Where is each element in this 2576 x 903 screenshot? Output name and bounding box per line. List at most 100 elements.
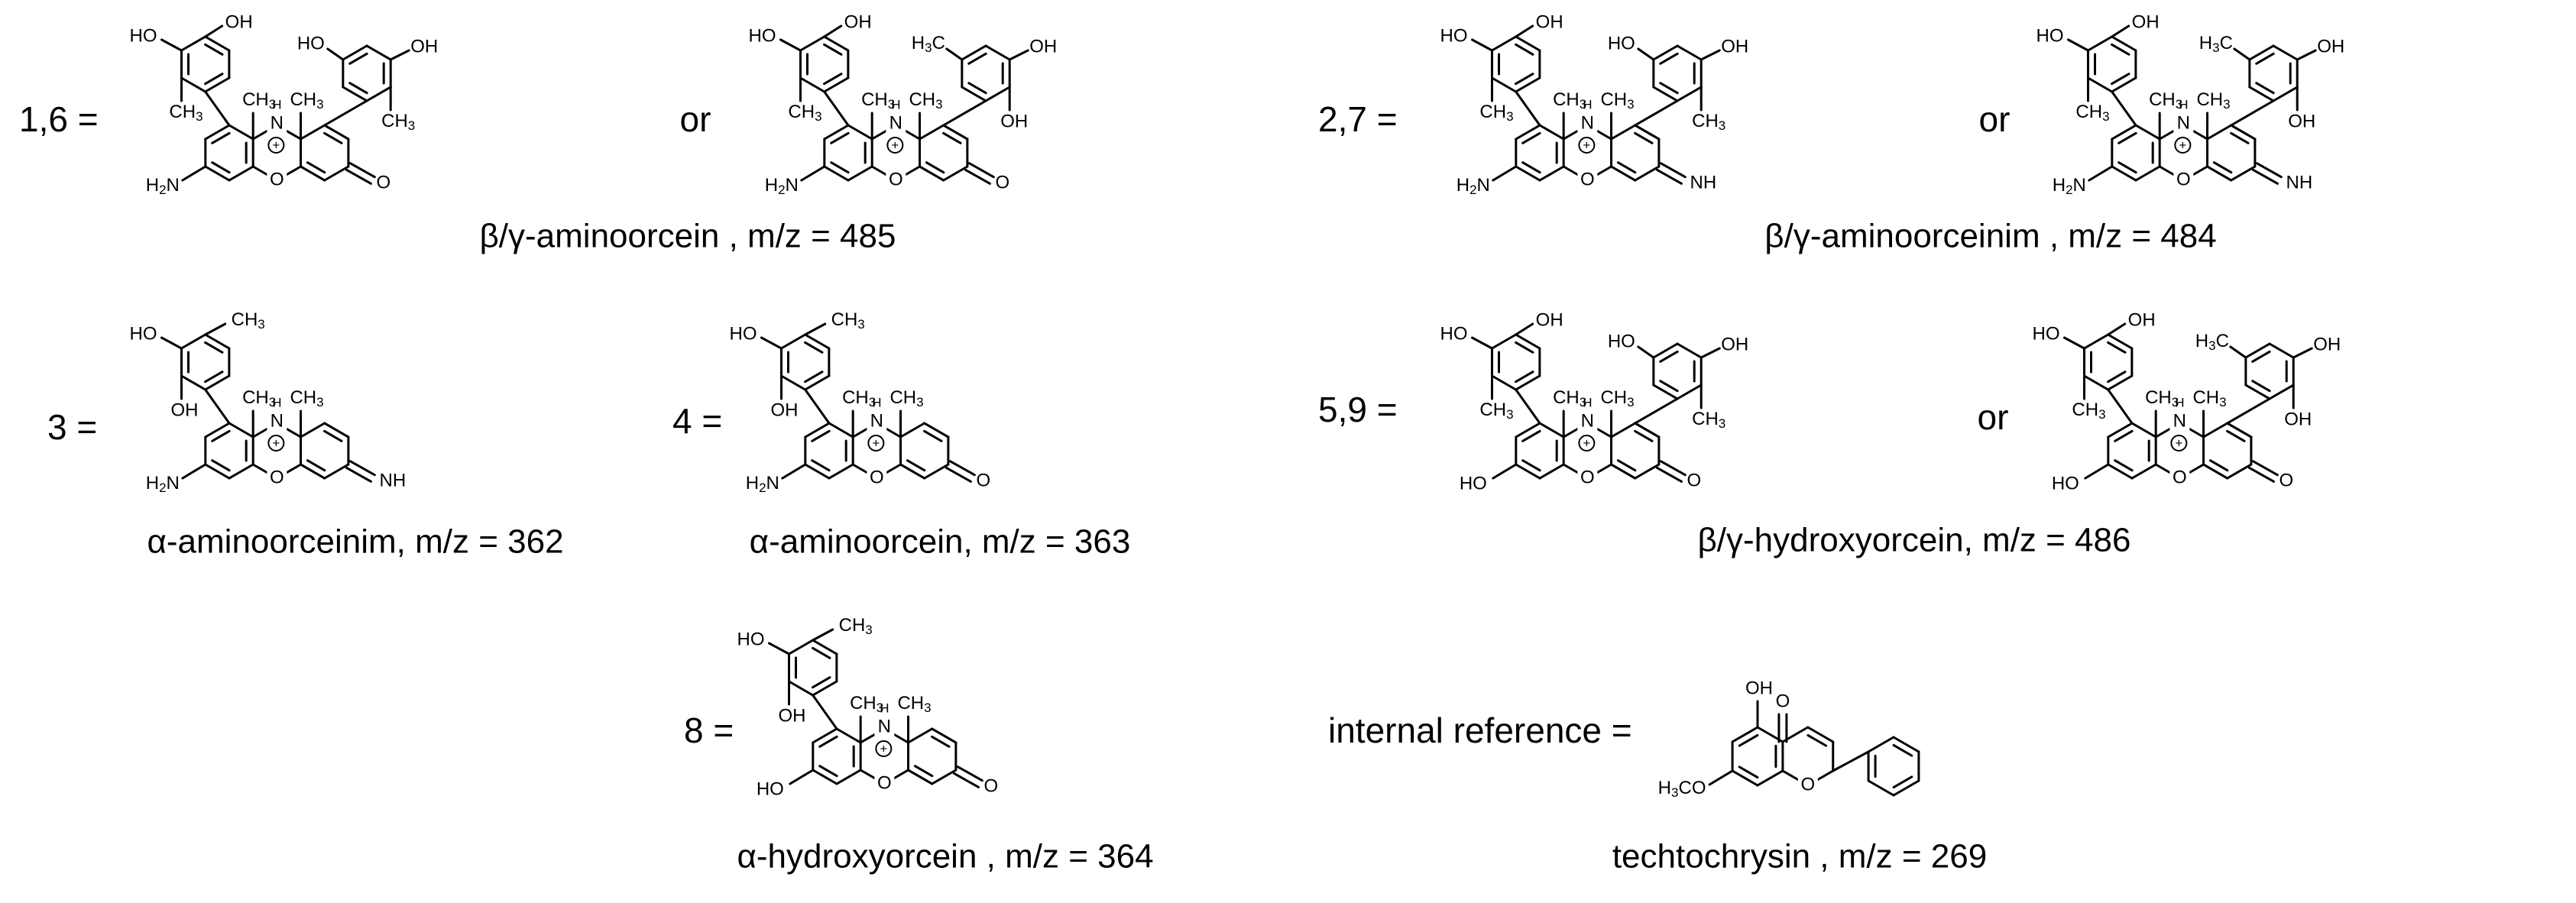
charge-plus-icon <box>1578 435 1596 452</box>
double-bond <box>1616 459 1637 472</box>
caption-8: α-hydroxyorcein , m/z = 364 <box>737 838 1153 875</box>
charge-plus-icon <box>267 435 285 452</box>
bond <box>779 38 802 52</box>
bond <box>768 642 791 655</box>
hydroxy-group: OH <box>1721 36 1748 57</box>
n-mask <box>267 413 287 434</box>
bond <box>1515 463 1541 480</box>
double-bond <box>925 161 945 174</box>
bond <box>2229 345 2247 359</box>
bond <box>1471 38 1494 52</box>
bond <box>804 463 831 480</box>
hydroxy-group: HO <box>1608 331 1635 351</box>
bond <box>1832 750 1870 772</box>
ring-oxygen: O <box>1800 774 1815 795</box>
bond <box>2083 374 2110 391</box>
methyl-label: CH3 <box>2149 89 2182 112</box>
double-bond <box>211 161 231 174</box>
methyl-label: CH3 <box>909 89 942 112</box>
bond <box>2111 90 2137 127</box>
double-bond <box>1634 429 1654 442</box>
methyl-label: CH3 <box>1479 400 1513 422</box>
bond <box>323 422 350 439</box>
hydroxy-group: HO <box>130 323 157 344</box>
bond <box>2226 422 2253 439</box>
double-bond <box>2226 429 2246 442</box>
bond <box>1708 769 1734 786</box>
hydroxy-group: HO <box>2033 323 2060 344</box>
bond <box>1634 397 1679 425</box>
bond <box>984 86 1011 102</box>
bond <box>2111 165 2137 182</box>
carbonyl-oxygen: O <box>2280 470 2294 490</box>
caption-5-9: β/γ-hydroxyorcein, m/z = 486 <box>1698 522 2131 559</box>
double-bond <box>913 765 934 778</box>
bond <box>2255 162 2283 179</box>
methyl-label: CH3 <box>169 102 203 124</box>
bond <box>2202 422 2229 439</box>
double-bond <box>2255 52 2275 65</box>
hydroxy-group: HO <box>297 33 325 53</box>
bond <box>1515 24 1534 38</box>
bond <box>342 86 368 102</box>
nh-hydrogen: H <box>272 97 281 112</box>
double-bond <box>1521 131 1541 144</box>
bond <box>780 333 807 350</box>
hydroxy-group: HO <box>1440 323 1468 344</box>
bond <box>1867 779 1895 797</box>
bond <box>1700 49 1721 61</box>
o-mask <box>1577 468 1598 489</box>
oxygen-atom: O <box>2176 169 2191 189</box>
nh-hydrogen: H <box>872 395 881 409</box>
bond <box>204 333 231 350</box>
bond <box>804 333 831 350</box>
double-bond <box>204 371 224 384</box>
methyl-label: H3C <box>2195 331 2229 353</box>
bond <box>823 76 850 93</box>
charge-plus-icon <box>2174 137 2192 154</box>
double-bond <box>204 43 224 56</box>
bond <box>967 162 995 179</box>
bond <box>899 422 926 439</box>
bond <box>948 460 976 477</box>
double-bond <box>1521 161 1541 174</box>
charge-plus: + <box>2179 138 2186 152</box>
double-bond <box>804 371 824 384</box>
label-2-7: 2,7 = <box>1318 99 1398 139</box>
methyl-label: CH3 <box>290 89 323 112</box>
charge-plus: + <box>1583 138 1590 152</box>
bond <box>326 47 345 61</box>
double-bond <box>204 341 224 354</box>
double-bond <box>323 429 343 442</box>
oxygen-atom: O <box>2173 467 2187 487</box>
carbonyl-oxygen: O <box>996 172 1010 193</box>
double-bond <box>1738 733 1759 747</box>
bond <box>1637 345 1655 359</box>
carbonyl-oxygen: O <box>1776 691 1790 711</box>
bond <box>2067 38 2090 52</box>
bond <box>812 727 838 744</box>
bond <box>907 769 934 785</box>
methyl-label: CH3 <box>1600 89 1634 112</box>
double-bond <box>923 429 943 442</box>
charge-plus-icon <box>867 435 885 452</box>
bond <box>800 165 826 182</box>
bond <box>1892 779 1920 797</box>
hydroxy-group: HO <box>1608 33 1635 53</box>
double-bond <box>348 82 368 95</box>
bond <box>2251 168 2279 185</box>
amino-group: H2N <box>1456 175 1490 197</box>
double-bond <box>931 735 951 748</box>
double-bond <box>1659 380 1679 393</box>
bond <box>204 322 227 336</box>
oxygen-atom: O <box>889 169 903 189</box>
bond <box>1659 162 1687 179</box>
bond <box>2107 422 2134 439</box>
bond <box>1491 333 1518 350</box>
bond <box>1515 124 1541 141</box>
double-bond <box>1515 43 1534 56</box>
n-mask <box>1577 413 1598 434</box>
